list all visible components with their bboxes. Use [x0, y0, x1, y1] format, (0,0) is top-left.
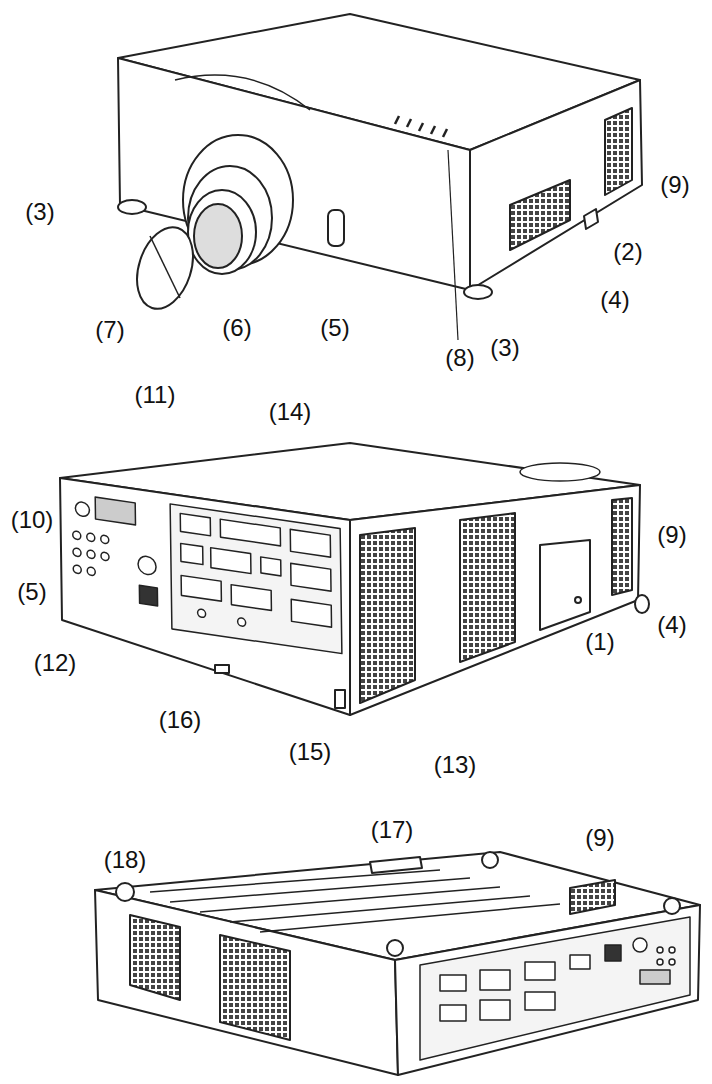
lamp-cover [540, 540, 590, 630]
air-vent [460, 513, 515, 662]
side-face [350, 485, 640, 715]
callout-number: (5) [320, 314, 349, 342]
callout-number: (4) [600, 286, 629, 314]
air-vent [360, 528, 415, 703]
lens-barrel [188, 190, 256, 274]
callout-number: (3) [25, 198, 54, 226]
callout-number: (10) [11, 506, 54, 534]
side-face [470, 80, 642, 290]
callout-number: (7) [95, 316, 124, 344]
lens-cap [127, 220, 202, 316]
callout-number: (5) [17, 578, 46, 606]
callout-number: (6) [222, 314, 251, 342]
air-vent [510, 180, 570, 250]
callout-number: (3) [490, 334, 519, 362]
lens-hood-line [175, 75, 310, 110]
connectors [440, 938, 675, 1021]
callout-number: (8) [445, 344, 474, 372]
bottom-ribs [150, 870, 560, 932]
lens-cap-line [150, 236, 180, 298]
lens-bump [520, 463, 600, 481]
cover-screw [575, 597, 581, 603]
rear-panel [420, 917, 690, 1060]
callout-number: (18) [104, 846, 147, 874]
callout-number: (12) [34, 649, 77, 677]
callout-number: (17) [371, 816, 414, 844]
foot [118, 200, 146, 214]
callout-number: (2) [613, 238, 642, 266]
callout-number: (9) [660, 171, 689, 199]
callout-number: (16) [159, 706, 202, 734]
security-bar [335, 690, 345, 708]
callout-number: (13) [434, 751, 477, 779]
air-vent [605, 108, 632, 195]
leader-line [448, 150, 458, 340]
foot [464, 285, 492, 299]
callout-number: (1) [585, 628, 614, 656]
callout-number: (11) [135, 381, 176, 409]
filter-cover [370, 857, 422, 873]
callout-number: (9) [585, 824, 614, 852]
callout-number: (4) [657, 611, 686, 639]
callout-number: (14) [269, 398, 312, 426]
callout-number: (15) [289, 738, 332, 766]
security-slot [215, 665, 229, 673]
remote-sensor [328, 210, 344, 246]
indicator-leds [395, 116, 447, 137]
rear-face [395, 905, 700, 1075]
callout-number: (9) [657, 521, 686, 549]
side-face [95, 890, 398, 1075]
air-vent [570, 880, 615, 914]
rear-face [60, 478, 350, 715]
rear-panel [72, 490, 342, 654]
air-vent [130, 915, 180, 1000]
foot [635, 595, 649, 613]
lens-glass [194, 204, 242, 268]
elevator-button [584, 209, 598, 229]
air-vent [612, 498, 632, 595]
air-vent [220, 935, 290, 1040]
lens-barrel [188, 166, 272, 270]
